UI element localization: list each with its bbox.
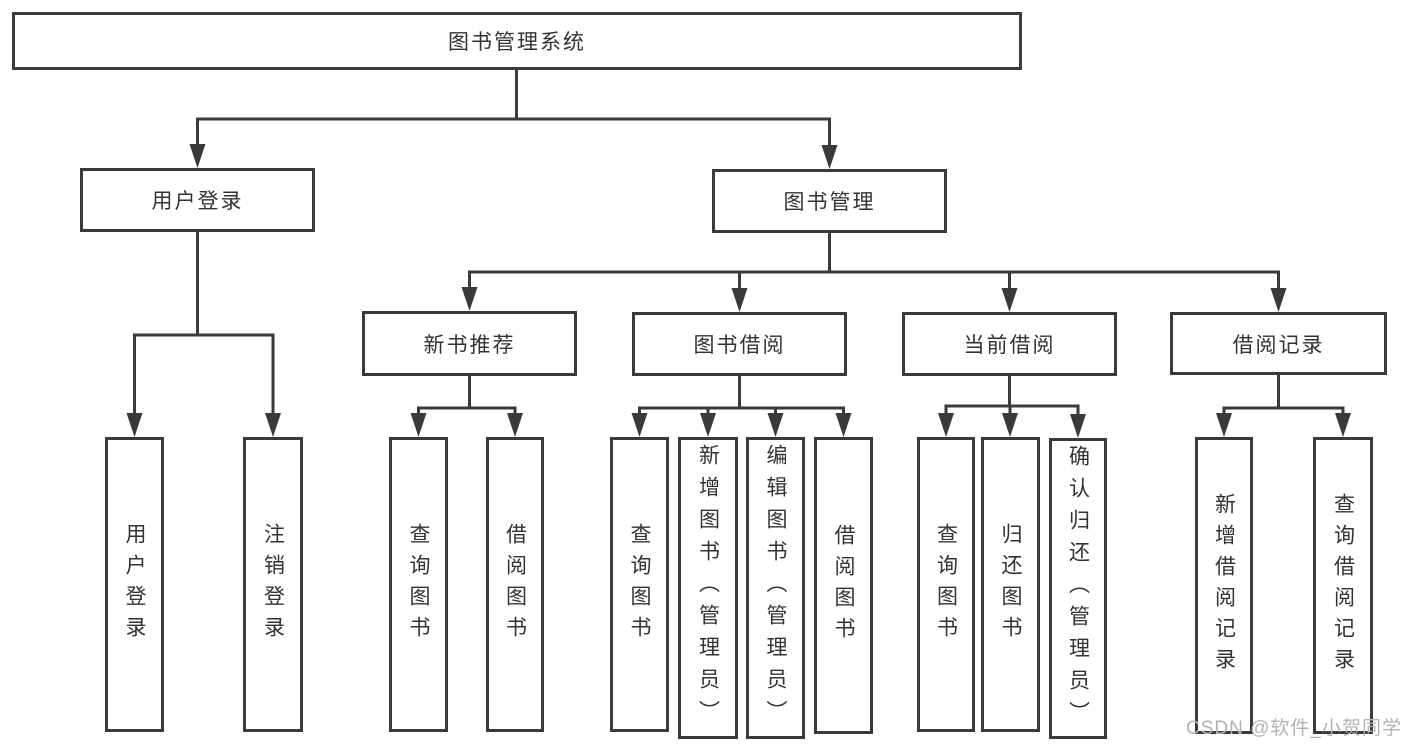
arrowhead: [189, 144, 206, 168]
leaf-query-books-recommend: 查询图书: [389, 437, 448, 732]
leaf-query-borrow-record-label: 查询借阅记录: [1331, 492, 1355, 679]
node-book-borrow: 图书借阅: [632, 312, 847, 376]
node-root-label: 图书管理系统: [448, 31, 586, 54]
leaf-borrow-books-label: 借阅图书: [832, 523, 855, 648]
leaf-add-book-admin: 新增图书（管理员）: [678, 437, 738, 739]
arrowhead: [1001, 288, 1018, 312]
leaf-confirm-return-admin-label: 确认归还（管理员）: [1066, 444, 1090, 733]
csdn-watermark: CSDN @软件_小贺同学: [1186, 718, 1402, 739]
leaf-add-borrow-record: 新增借阅记录: [1195, 437, 1253, 734]
node-current-borrow-label: 当前借阅: [963, 334, 1056, 357]
arrowhead: [1335, 413, 1351, 437]
leaf-query-books-borrow-label: 查询图书: [628, 522, 651, 647]
connector-borrow-records-to-leaves: [1216, 375, 1351, 437]
arrowhead: [1216, 413, 1232, 437]
connector-book-borrow-to-leaves: [631, 376, 852, 437]
arrowhead: [821, 145, 838, 169]
node-borrow-records: 借阅记录: [1170, 312, 1387, 375]
node-book-management: 图书管理: [712, 169, 947, 233]
leaf-borrow-books-recommend: 借阅图书: [486, 437, 544, 732]
leaf-logout: 注销登录: [243, 437, 303, 732]
arrowhead: [265, 413, 281, 437]
leaf-query-books-recommend-label: 查询图书: [407, 522, 430, 647]
arrowhead: [1070, 414, 1086, 438]
node-new-book-recommend: 新书推荐: [362, 311, 577, 376]
leaf-return-book: 归还图书: [981, 437, 1040, 732]
node-user-login-label: 用户登录: [151, 190, 244, 213]
arrowhead: [461, 287, 478, 311]
node-book-management-label: 图书管理: [783, 191, 876, 214]
leaf-add-book-admin-label: 新增图书（管理员）: [696, 444, 720, 732]
node-new-book-recommend-label: 新书推荐: [423, 333, 516, 357]
leaf-borrow-books: 借阅图书: [814, 437, 873, 734]
arrowhead: [1002, 413, 1018, 437]
node-book-borrow-label: 图书借阅: [693, 334, 786, 357]
leaf-edit-book-admin: 编辑图书（管理员）: [746, 437, 805, 739]
node-root: 图书管理系统: [12, 12, 1022, 70]
arrowhead: [731, 288, 748, 312]
connector-user-login-to-leaves: [126, 232, 281, 437]
connector-current-borrow-to-leaves: [938, 376, 1086, 438]
leaf-edit-book-admin-label: 编辑图书（管理员）: [764, 444, 787, 732]
connector-root-to-level2: [189, 70, 838, 169]
arrowhead: [767, 413, 784, 437]
leaf-add-borrow-record-label: 新增借阅记录: [1212, 492, 1236, 679]
leaf-borrow-books-recommend-label: 借阅图书: [503, 522, 527, 647]
arrowhead: [938, 413, 954, 437]
leaf-return-book-label: 归还图书: [999, 522, 1022, 647]
arrowhead: [126, 413, 143, 437]
arrowhead: [507, 413, 523, 437]
connector-book-mgmt-to-level3: [461, 233, 1287, 312]
connector-new-book-to-leaves: [410, 376, 523, 437]
leaf-logout-label: 注销登录: [261, 522, 285, 647]
leaf-query-books-current: 查询图书: [917, 437, 975, 732]
arrowhead: [631, 413, 648, 437]
node-current-borrow: 当前借阅: [902, 312, 1117, 376]
leaf-confirm-return-admin: 确认归还（管理员）: [1049, 438, 1107, 739]
arrowhead: [1270, 288, 1287, 312]
leaf-query-books-borrow: 查询图书: [610, 437, 669, 732]
leaf-user-login: 用户登录: [105, 437, 164, 732]
leaf-query-borrow-record: 查询借阅记录: [1313, 437, 1373, 734]
arrowhead: [410, 413, 427, 437]
node-borrow-records-label: 借阅记录: [1232, 333, 1325, 357]
arrowhead: [700, 413, 716, 437]
leaf-query-books-current-label: 查询图书: [934, 522, 958, 647]
node-user-login: 用户登录: [80, 168, 315, 232]
leaf-user-login-label: 用户登录: [123, 522, 146, 647]
arrowhead: [835, 413, 852, 437]
